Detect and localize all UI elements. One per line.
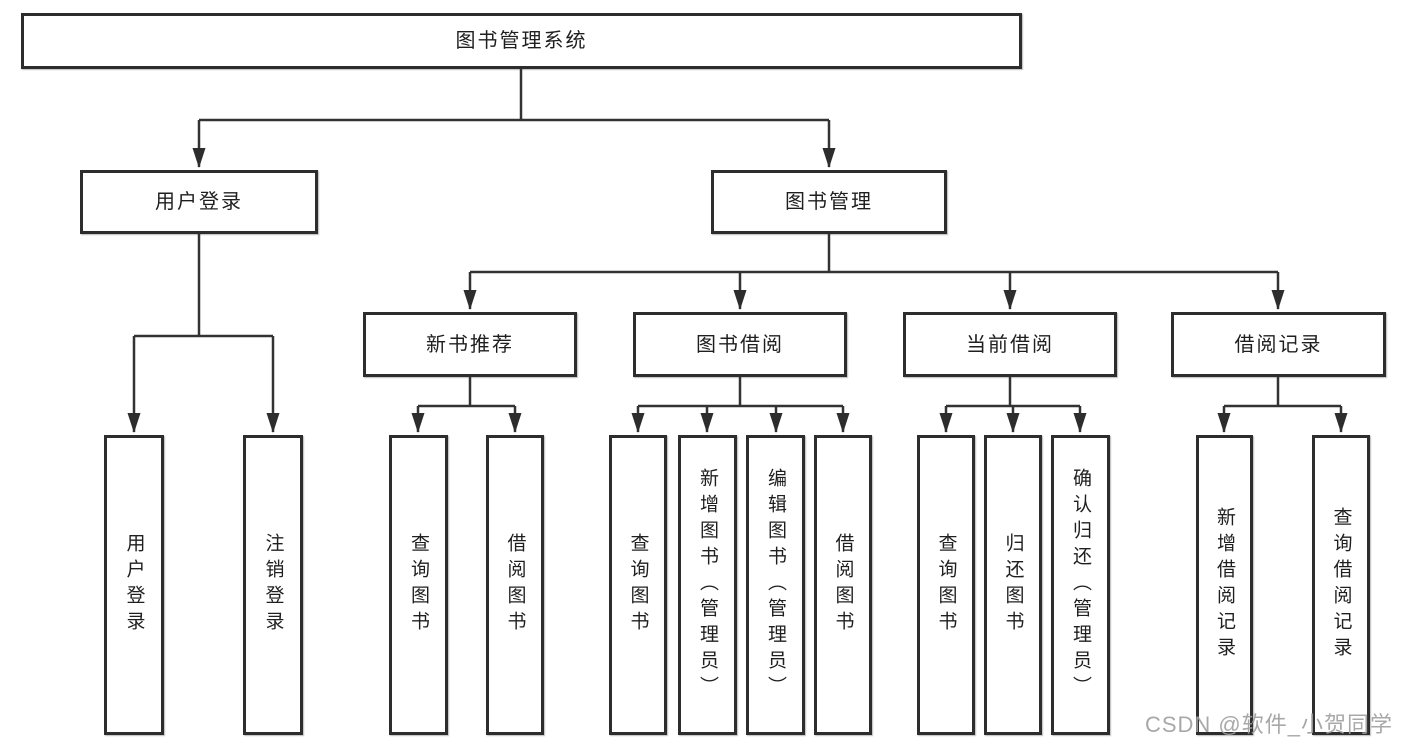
leaf-edit-books-admin: 编辑图书（管理员） xyxy=(746,435,805,735)
leaf-add-borrow-record: 新增借阅记录 xyxy=(1196,435,1253,735)
leaf-recommend-borrow-books: 借阅图书 xyxy=(486,435,544,735)
leaf-logout: 注销登录 xyxy=(243,435,303,735)
leaf-current-query-books: 查询图书 xyxy=(917,435,975,735)
node-book-management: 图书管理 xyxy=(711,170,947,234)
leaf-query-borrow-record: 查询借阅记录 xyxy=(1312,435,1370,735)
leaf-recommend-query-books: 查询图书 xyxy=(389,435,448,735)
leaf-add-books-admin: 新增图书（管理员） xyxy=(678,435,737,735)
leaf-user-login: 用户登录 xyxy=(104,435,164,735)
leaf-borrow-books: 借阅图书 xyxy=(814,435,872,735)
node-library-management-system: 图书管理系统 xyxy=(21,13,1022,69)
node-user-login: 用户登录 xyxy=(80,170,318,234)
node-new-book-recommend: 新书推荐 xyxy=(363,312,577,377)
node-current-borrow: 当前借阅 xyxy=(903,312,1117,377)
leaf-borrow-query-books: 查询图书 xyxy=(609,435,667,735)
leaf-return-books: 归还图书 xyxy=(984,435,1042,735)
csdn-watermark: CSDN @软件_小贺同学 xyxy=(1144,712,1393,737)
leaf-confirm-return-admin: 确认归还（管理员） xyxy=(1051,435,1110,735)
node-borrow-records: 借阅记录 xyxy=(1171,312,1386,377)
node-book-borrow: 图书借阅 xyxy=(633,312,847,377)
